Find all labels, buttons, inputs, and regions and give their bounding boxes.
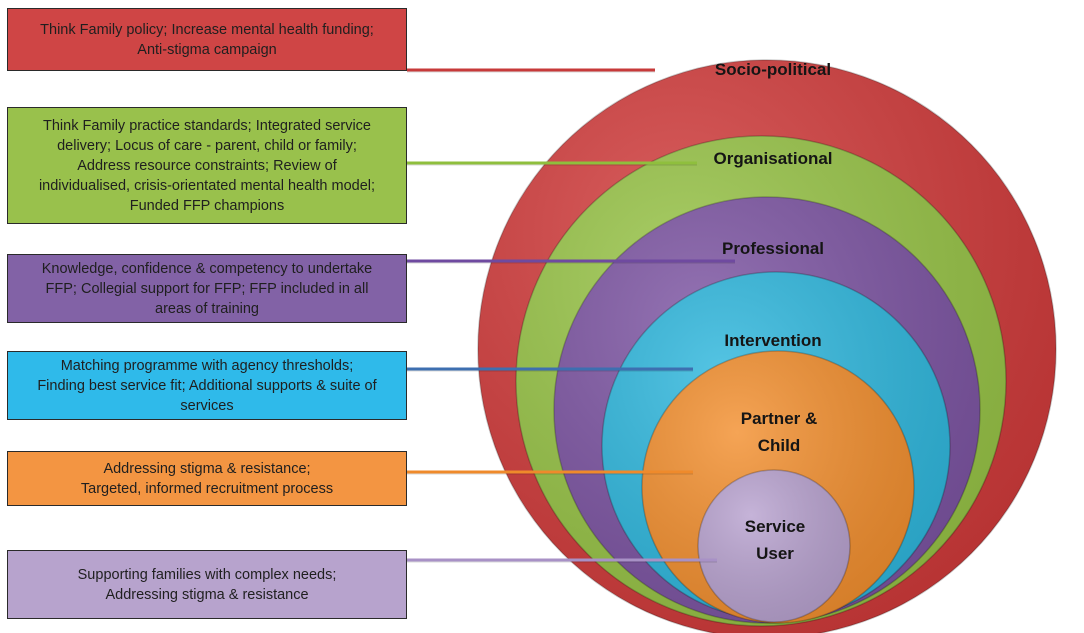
- ring-shade-service-user: [698, 470, 850, 622]
- box-text-line: Knowledge, confidence & competency to un…: [41, 260, 373, 277]
- box-text-line: Think Family practice standards; Integra…: [43, 117, 371, 134]
- ring-label-organisational: Organisational: [713, 145, 832, 172]
- box-text-line: Address resource constraints; Review of: [77, 157, 337, 174]
- box-professional: Knowledge, confidence & competency to un…: [7, 254, 407, 323]
- box-text-line: individualised, crisis-orientated mental…: [38, 177, 376, 194]
- box-socio-political: Think Family policy; Increase mental hea…: [7, 8, 407, 71]
- ring-label-intervention: Intervention: [724, 327, 821, 354]
- box-text-line: Addressing stigma & resistance;: [103, 460, 311, 477]
- ring-label-partner-child: Partner & Child: [741, 405, 818, 459]
- box-service-user: Supporting families with complex needs; A…: [7, 550, 407, 619]
- ring-label-line: Organisational: [713, 149, 833, 168]
- box-text-line: Addressing stigma & resistance: [105, 586, 309, 603]
- box-text-line: Matching programme with agency threshold…: [60, 357, 354, 374]
- box-text-line: areas of training: [155, 300, 259, 317]
- box-text-line: services: [180, 397, 234, 414]
- box-text-line: Finding best service fit; Additional sup…: [37, 377, 377, 394]
- ring-label-line: User: [756, 544, 794, 563]
- ring-label-professional: Professional: [722, 235, 824, 262]
- box-partner-child: Addressing stigma & resistance; Targeted,…: [7, 451, 407, 506]
- ring-label-line: Child: [757, 436, 801, 455]
- box-text-line: delivery; Locus of care - parent, child …: [57, 137, 357, 154]
- box-text-line: FFP; Collegial support for FFP; FFP incl…: [45, 280, 369, 297]
- box-text-line: Anti-stigma campaign: [137, 41, 277, 58]
- ring-label-line: Professional: [721, 239, 825, 258]
- ring-label-line: Intervention: [724, 331, 822, 350]
- box-intervention: Matching programme with agency threshold…: [7, 351, 407, 420]
- ring-label-socio-political: Socio-political: [715, 56, 831, 83]
- box-organisational: Think Family practice standards; Integra…: [7, 107, 407, 224]
- box-text-line: Supporting families with complex needs;: [77, 566, 337, 583]
- box-text-line: Think Family policy; Increase mental hea…: [40, 21, 374, 38]
- ring-label-line: Partner &: [740, 409, 818, 428]
- ring-label-line: Service: [744, 517, 806, 536]
- ring-label-line: Socio-political: [714, 60, 832, 79]
- box-text-line: Targeted, informed recruitment process: [80, 480, 334, 497]
- box-text-line: Funded FFP champions: [129, 197, 285, 214]
